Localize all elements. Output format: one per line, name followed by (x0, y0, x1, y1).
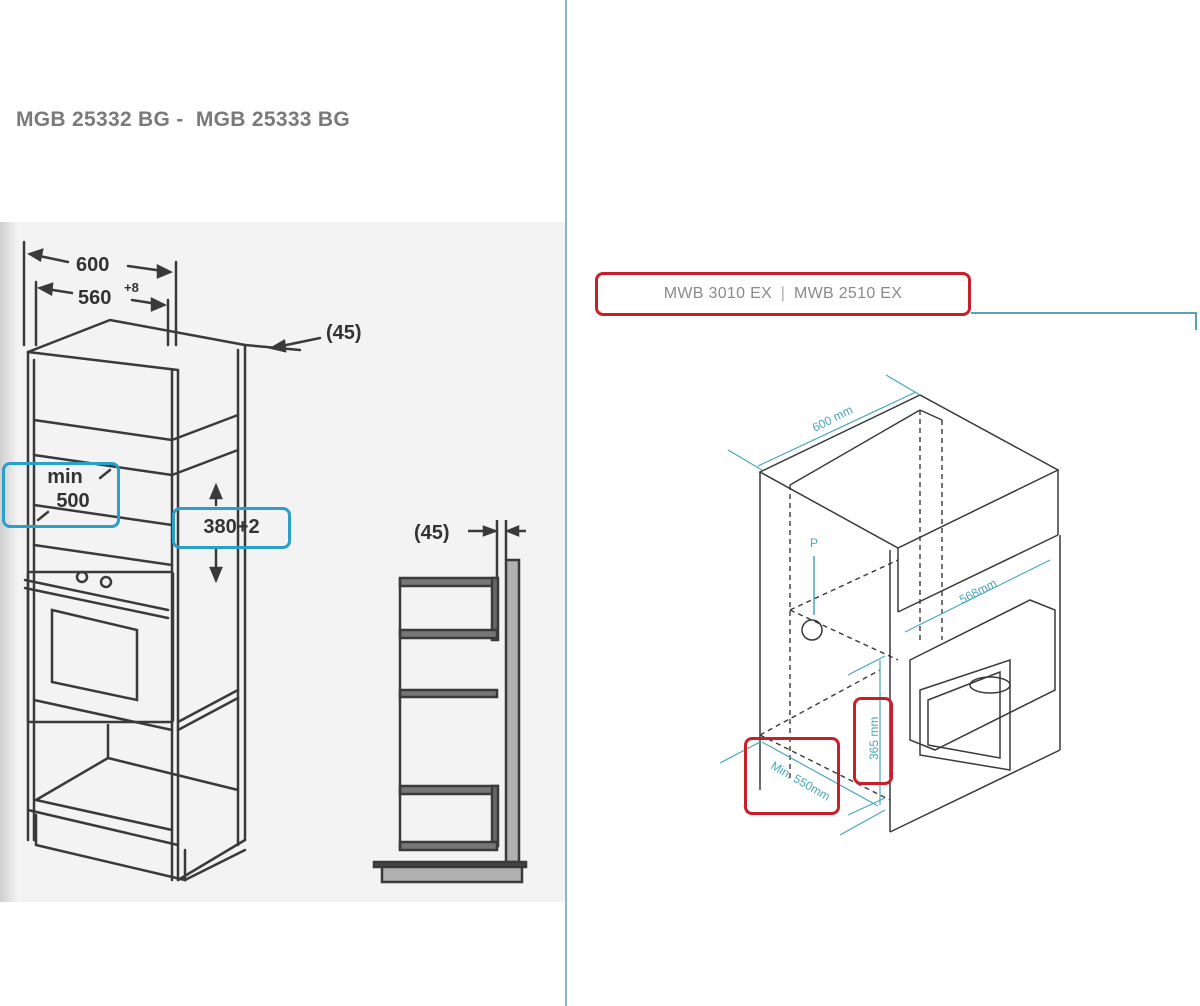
dim-rear-gap-top: (45) (326, 322, 362, 344)
dim-outer-width: 600 (76, 254, 109, 276)
niche-height-highlight-box (172, 507, 291, 549)
panel-divider (565, 0, 567, 1006)
socket-label: P (810, 536, 818, 550)
niche-height-value: 380+2 (203, 516, 260, 538)
dim-rear-gap-side: (45) (414, 522, 450, 544)
oven-model-title: MGB 25332 BG - MGB 25333 BG (16, 108, 351, 131)
left-panel-oven-diagram: MGB 25332 BG - MGB 25333 BG (0, 0, 565, 1006)
min-depth-highlight-box-red (744, 737, 840, 815)
min-depth-label: min (47, 466, 83, 488)
dim-height-365mm: 365 mm (867, 717, 881, 760)
min-depth-highlight-box (2, 462, 120, 528)
height-highlight-box-red (853, 697, 893, 785)
dim-inner-width: 560 (78, 287, 111, 309)
min-depth-value: 500 (56, 490, 90, 512)
dim-inner-width-tolerance: +8 (124, 280, 139, 295)
oven-cabinet-drawing: 600 560 +8 (45) (45) (22, 240, 528, 884)
microwave-model-title: MWB 3010 EX | MWB 2510 EX (595, 285, 971, 303)
model-mwb-3010: MWB 3010 EX (663, 285, 773, 302)
microwave-title-highlight-box (595, 272, 971, 316)
model-mwb-2510: MWB 2510 EX (793, 285, 903, 302)
scan-edge-shadow (0, 222, 18, 902)
title-separator: | (780, 285, 786, 302)
